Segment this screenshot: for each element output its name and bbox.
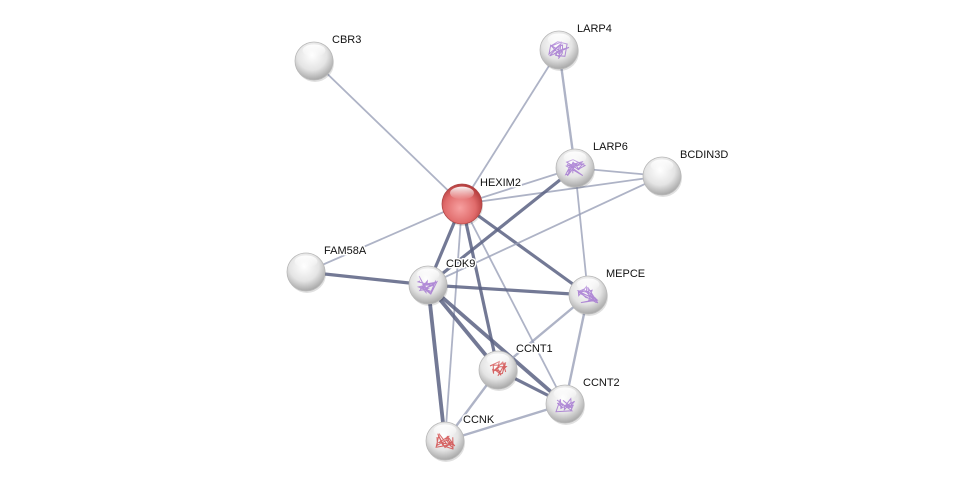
node-label: HEXIM2 <box>480 177 521 189</box>
edge-BCDIN3D-CDK9[interactable] <box>427 175 663 286</box>
edge-LARP6-MEPCE[interactable] <box>574 167 589 296</box>
node-label: FAM58A <box>324 245 367 257</box>
edge-HEXIM2-CCNK[interactable] <box>444 203 463 442</box>
node-MEPCE[interactable]: MEPCE <box>568 267 647 316</box>
node-highlight <box>450 186 474 200</box>
protein-structure-icon <box>555 397 575 413</box>
node-highlight <box>547 33 571 46</box>
node-CDK9[interactable]: CDK9 <box>408 257 477 306</box>
protein-structure-icon <box>489 360 508 377</box>
edge-HEXIM2-CCNT2[interactable] <box>461 203 566 405</box>
edge-LARP4-LARP6[interactable] <box>557 49 577 169</box>
node-highlight <box>563 151 587 164</box>
edge-CDK9-CCNT2[interactable] <box>426 283 567 406</box>
node-highlight <box>302 44 326 57</box>
node-label: BCDIN3D <box>680 149 728 161</box>
node-label: LARP4 <box>577 23 612 35</box>
edge-CDK9-CCNK[interactable] <box>426 284 447 442</box>
node-highlight <box>294 255 318 268</box>
node-highlight <box>553 387 577 400</box>
node-label: CCNT1 <box>516 343 553 355</box>
protein-structure-icon <box>564 159 587 177</box>
protein-structure-icon <box>548 41 570 59</box>
node-LARP4[interactable]: LARP4 <box>539 22 613 71</box>
node-CCNT1[interactable]: CCNT1 <box>478 342 554 391</box>
edge-MEPCE-CCNT1[interactable] <box>497 294 589 371</box>
node-label: CBR3 <box>332 34 361 46</box>
edge-HEXIM2-BCDIN3D[interactable] <box>461 175 663 205</box>
node-LARP6[interactable]: LARP6 <box>555 140 629 189</box>
edge-CBR3-HEXIM2[interactable] <box>313 60 463 205</box>
node-label: MEPCE <box>606 268 645 280</box>
node-label: CDK9 <box>446 258 475 270</box>
node-highlight <box>576 278 600 291</box>
edge-HEXIM2-MEPCE[interactable] <box>461 202 589 297</box>
node-highlight <box>650 159 674 172</box>
node-label: CCNK <box>463 414 495 426</box>
node-label: CCNT2 <box>583 377 620 389</box>
edge-CCNK-CCNT2[interactable] <box>444 402 566 443</box>
node-highlight <box>433 424 457 437</box>
node-CCNT2[interactable]: CCNT2 <box>545 376 621 425</box>
edge-LARP4-HEXIM2[interactable] <box>461 49 560 205</box>
node-FAM58A[interactable]: FAM58A <box>286 244 368 293</box>
node-CCNK[interactable]: CCNK <box>425 413 496 462</box>
node-CBR3[interactable]: CBR3 <box>294 33 363 82</box>
edge-FAM58A-CDK9[interactable] <box>305 270 429 287</box>
node-HEXIM2[interactable]: HEXIM2 <box>441 176 522 226</box>
edge-CDK9-MEPCE[interactable] <box>427 283 589 297</box>
protein-structure-icon <box>416 275 439 295</box>
node-highlight <box>486 353 510 366</box>
edge-LARP6-CDK9[interactable] <box>427 166 576 287</box>
node-BCDIN3D[interactable]: BCDIN3D <box>642 148 730 197</box>
edge-HEXIM2-FAM58A[interactable] <box>305 203 463 273</box>
node-highlight <box>416 268 440 281</box>
node-label: LARP6 <box>593 141 628 153</box>
